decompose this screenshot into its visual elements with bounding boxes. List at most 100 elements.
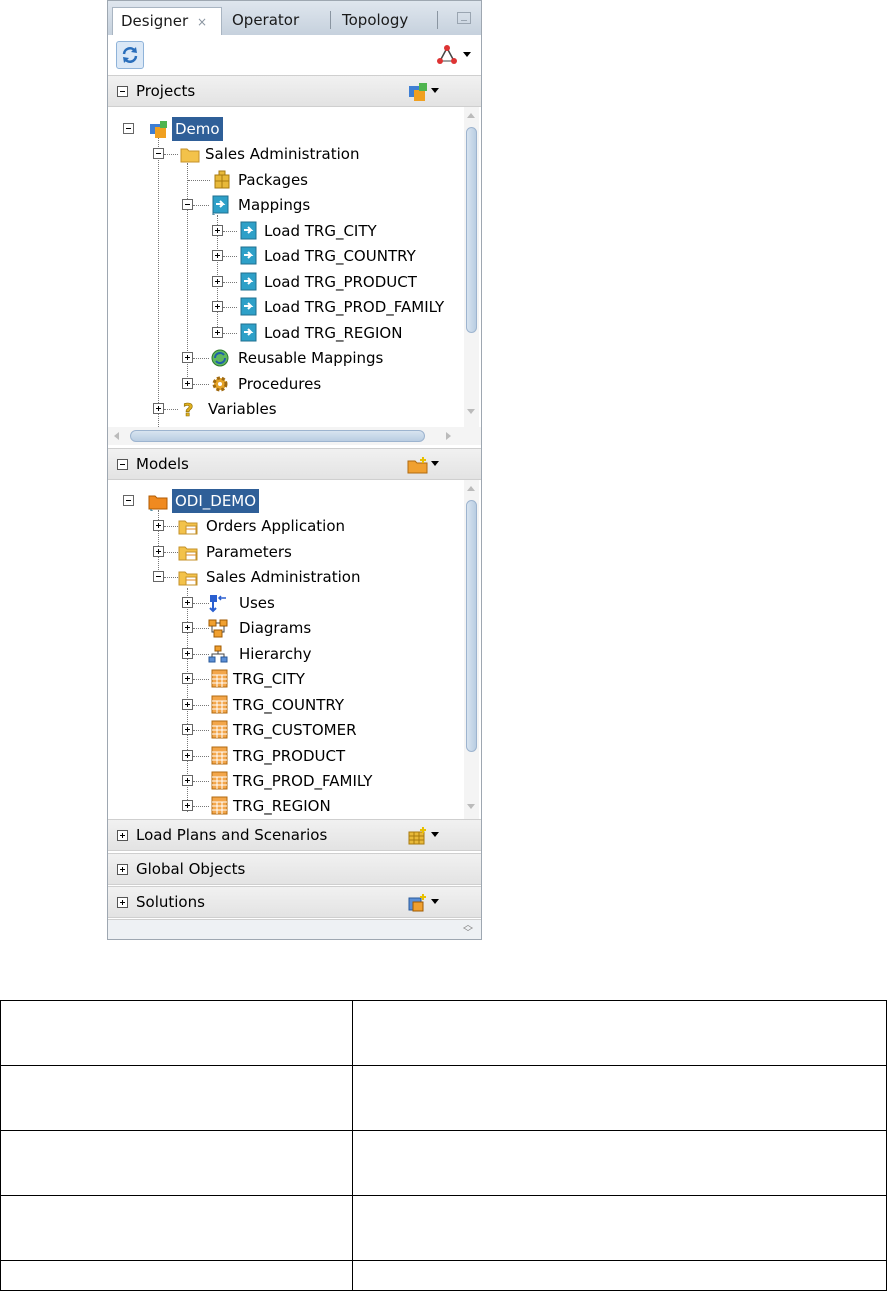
expand-toggle[interactable] <box>212 225 223 236</box>
table-cell <box>351 1130 887 1196</box>
table-row <box>0 1195 887 1261</box>
mapping-icon <box>240 221 257 240</box>
solutions-section-header[interactable]: Solutions <box>108 886 481 918</box>
collapse-toggle[interactable] <box>123 495 134 506</box>
models-vertical-scrollbar[interactable] <box>464 480 479 819</box>
expand-toggle[interactable] <box>153 546 164 557</box>
tree-guide <box>164 154 178 156</box>
chevron-down-icon[interactable] <box>431 899 439 904</box>
new-model-folder-icon[interactable] <box>407 455 429 475</box>
chevron-up-down-icon[interactable]: ︿﹀ <box>463 920 473 939</box>
tree-label: TRG_CITY <box>233 670 305 688</box>
collapse-toggle[interactable] <box>117 86 128 97</box>
new-project-icon[interactable] <box>407 82 429 102</box>
expand-toggle[interactable] <box>153 520 164 531</box>
chevron-down-icon[interactable] <box>431 461 439 466</box>
chevron-down-icon[interactable] <box>431 832 439 837</box>
chevron-down-icon[interactable] <box>431 88 439 93</box>
projects-section-header[interactable]: Projects <box>108 75 481 107</box>
expand-toggle[interactable] <box>117 830 128 841</box>
expand-toggle[interactable] <box>182 378 193 389</box>
expand-toggle[interactable] <box>182 673 193 684</box>
tree-guide <box>164 552 178 554</box>
projects-vertical-scrollbar[interactable] <box>464 107 479 427</box>
tab-separator <box>437 11 438 29</box>
expand-toggle[interactable] <box>182 352 193 363</box>
table-row <box>0 1260 887 1291</box>
navigator-toolbar <box>108 35 481 75</box>
expand-toggle[interactable] <box>212 301 223 312</box>
expand-toggle[interactable] <box>182 622 193 633</box>
collapse-toggle[interactable] <box>117 459 128 470</box>
tree-guide <box>217 215 219 331</box>
expand-toggle[interactable] <box>212 250 223 261</box>
scrollbar-thumb[interactable] <box>130 430 425 442</box>
expand-toggle[interactable] <box>182 775 193 786</box>
expand-toggle[interactable] <box>117 897 128 908</box>
expand-toggle[interactable] <box>182 750 193 761</box>
projects-horizontal-scrollbar[interactable] <box>108 427 481 445</box>
tree-guide <box>193 654 209 656</box>
scrollbar-thumb[interactable] <box>466 500 477 752</box>
table-cell <box>0 1130 353 1196</box>
minimize-icon[interactable] <box>457 12 471 24</box>
tree-guide <box>164 409 178 411</box>
tree-guide <box>193 705 209 707</box>
scrollbar-thumb[interactable] <box>466 127 477 333</box>
expand-toggle[interactable] <box>182 597 193 608</box>
scroll-left-icon[interactable] <box>114 432 119 440</box>
tree-guide <box>188 180 210 182</box>
projects-title: Projects <box>136 82 196 100</box>
scroll-right-icon[interactable] <box>446 432 451 440</box>
new-load-plan-icon[interactable] <box>407 826 429 846</box>
expand-toggle[interactable] <box>182 724 193 735</box>
tab-topology[interactable]: Topology <box>334 7 434 35</box>
tree-label: Diagrams <box>239 619 312 637</box>
chevron-down-icon[interactable] <box>463 52 471 57</box>
expand-toggle[interactable] <box>182 800 193 811</box>
scroll-up-icon[interactable] <box>467 486 475 491</box>
tree-label: ODI_DEMO <box>172 489 260 513</box>
tree-guide <box>223 333 237 335</box>
models-section-header[interactable]: Models <box>108 448 481 480</box>
collapse-toggle[interactable] <box>182 199 193 210</box>
refresh-icon <box>122 47 138 63</box>
hierarchy-icon <box>208 645 228 663</box>
tab-designer[interactable]: Designer × <box>112 7 222 35</box>
tree-label: Sales Administration <box>205 145 360 163</box>
expand-toggle[interactable] <box>212 276 223 287</box>
expand-toggle[interactable] <box>182 648 193 659</box>
package-icon <box>214 170 230 189</box>
reusable-mapping-icon <box>211 349 229 367</box>
tree-label: Sales Administration <box>206 568 361 586</box>
collapse-toggle[interactable] <box>153 571 164 582</box>
expand-toggle[interactable] <box>212 327 223 338</box>
mapping-icon <box>240 272 257 291</box>
tree-guide <box>223 307 237 309</box>
tree-guide <box>193 628 209 630</box>
collapse-toggle[interactable] <box>123 123 134 134</box>
refresh-button[interactable] <box>116 41 144 69</box>
tree-guide <box>193 781 209 783</box>
close-icon[interactable]: × <box>196 15 208 29</box>
tree-label: Variables <box>208 400 277 418</box>
scroll-up-icon[interactable] <box>467 113 475 118</box>
connect-navigator-icon[interactable] <box>435 43 459 67</box>
expand-toggle[interactable] <box>153 403 164 414</box>
table-cell <box>0 1260 353 1291</box>
folder-icon <box>180 148 200 163</box>
scroll-down-icon[interactable] <box>467 804 475 809</box>
tab-operator[interactable]: Operator <box>224 7 326 35</box>
new-solution-icon[interactable] <box>407 893 429 913</box>
load-plans-section-header[interactable]: Load Plans and Scenarios <box>108 819 481 851</box>
expand-toggle[interactable] <box>182 699 193 710</box>
scroll-down-icon[interactable] <box>467 409 475 414</box>
collapse-toggle[interactable] <box>153 148 164 159</box>
global-objects-section-header[interactable]: Global Objects <box>108 853 481 885</box>
models-tree: ODI_DEMO Orders Application Parameters <box>108 480 481 819</box>
table-cell <box>0 1195 353 1261</box>
expand-toggle[interactable] <box>117 864 128 875</box>
model-folder-icon <box>148 495 168 511</box>
table-cell <box>0 1000 353 1066</box>
table-cell <box>0 1065 353 1131</box>
